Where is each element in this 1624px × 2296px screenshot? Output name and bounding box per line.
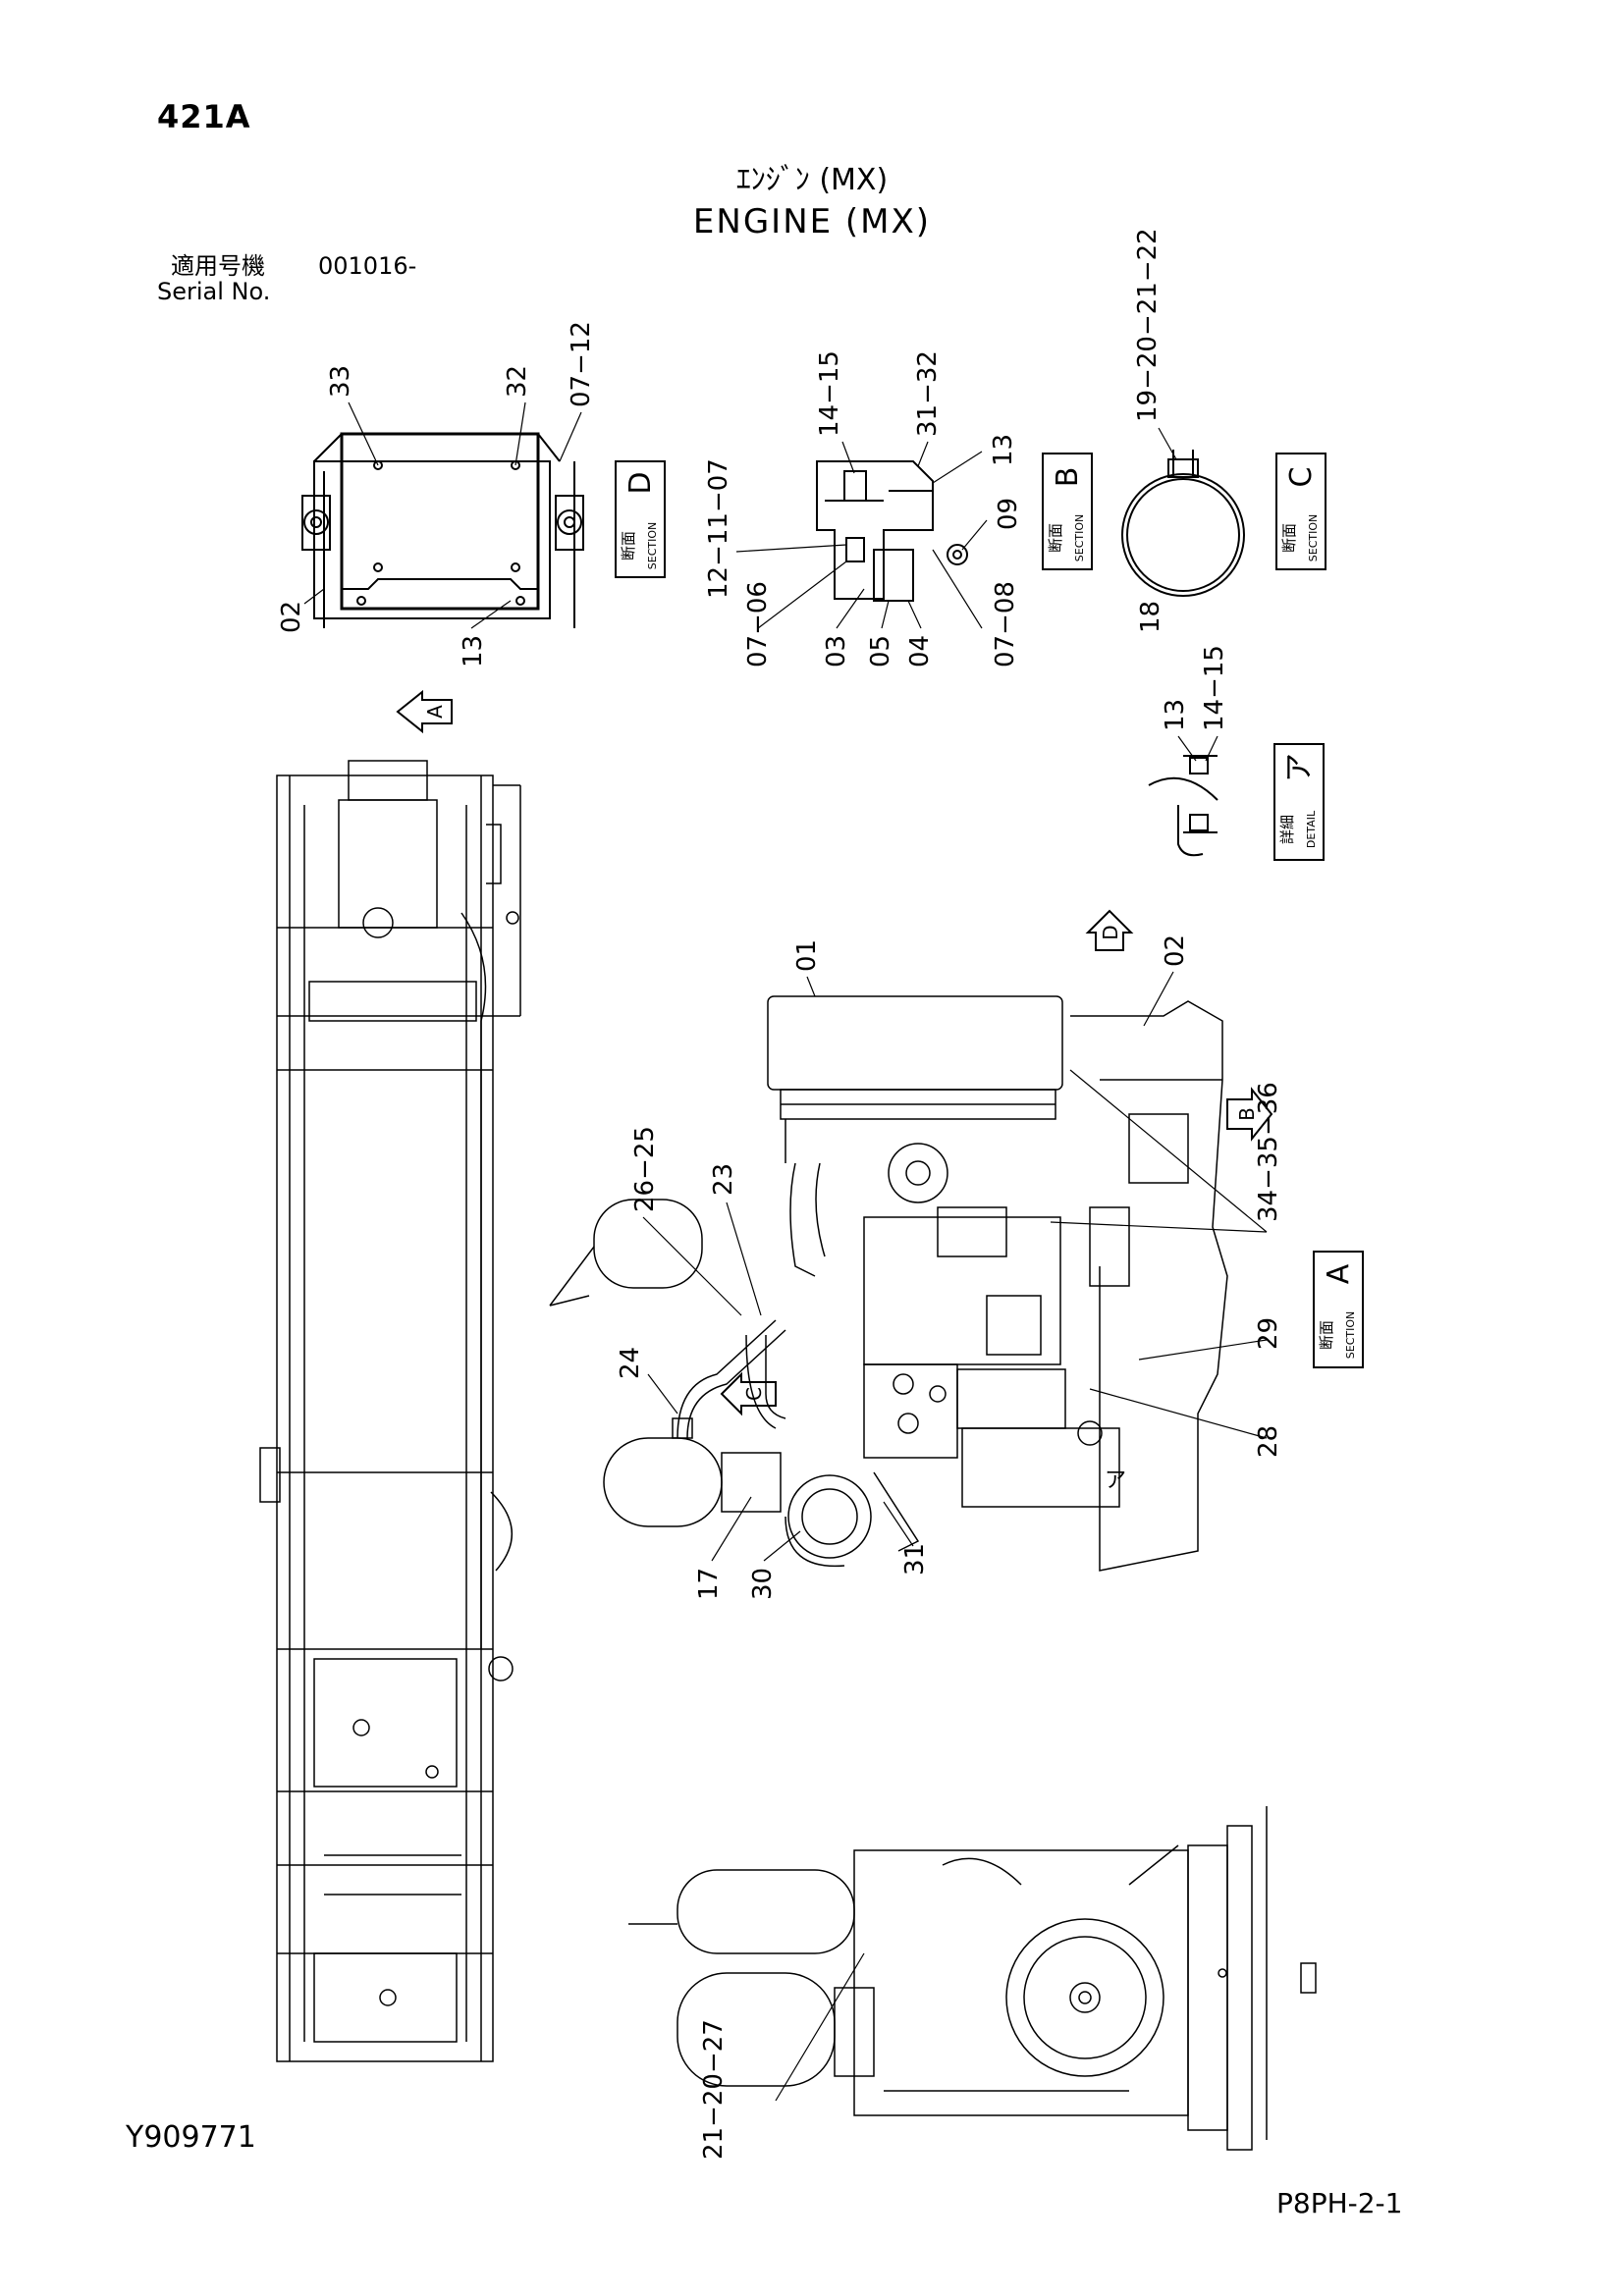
callout-secb-03: 03	[822, 635, 851, 667]
bottom-engine-view	[628, 1806, 1317, 2151]
callout-det-13: 13	[1161, 699, 1190, 731]
callout-main-01: 01	[792, 939, 822, 972]
section-a-label: A 断面 SECTION	[1313, 1251, 1364, 1368]
section-d-jp: 断面	[620, 531, 637, 561]
callout-main-26-25: 26−25	[630, 1126, 660, 1212]
view-arrow-c: C	[720, 1371, 777, 1416]
section-d-letter: D	[623, 471, 658, 494]
callout-secb-31-32: 31−32	[913, 350, 943, 437]
section-a-en: SECTION	[1344, 1311, 1357, 1359]
serial-label-en: Serial No.	[157, 278, 271, 305]
title-japanese: ｴﾝｼﾞﾝ (MX)	[735, 163, 889, 197]
document-id: Y909771	[126, 2120, 256, 2155]
section-c-label: C 断面 SECTION	[1275, 453, 1326, 570]
callout-main-31: 31	[900, 1543, 930, 1575]
page-code: 421A	[157, 98, 251, 135]
section-c-jp: 断面	[1280, 523, 1298, 553]
detail-label: ア 詳細 DETAIL	[1273, 743, 1325, 861]
callout-bottom-21-20-27: 21−20−27	[699, 2019, 729, 2160]
callout-main-23: 23	[709, 1163, 738, 1196]
view-arrow-b: B	[1226, 1087, 1273, 1142]
detail-view	[1148, 755, 1218, 857]
view-arrow-b-letter: B	[1235, 1107, 1259, 1121]
callout-secd-02: 02	[277, 601, 306, 633]
page-reference: P8PH-2-1	[1276, 2187, 1403, 2219]
section-b-view	[816, 460, 968, 602]
detail-letter: ア	[1282, 753, 1317, 782]
callout-main-17: 17	[694, 1568, 724, 1600]
callout-main-28: 28	[1254, 1425, 1283, 1458]
section-b-letter: B	[1051, 467, 1085, 488]
section-c-view	[1121, 450, 1245, 597]
serial-number: 001016-	[318, 252, 417, 280]
callout-secb-05: 05	[866, 635, 895, 667]
callout-secb-13: 13	[989, 434, 1018, 466]
section-b-jp: 断面	[1047, 523, 1064, 553]
callout-secc-18: 18	[1136, 601, 1165, 633]
callout-secd-32: 32	[503, 365, 532, 398]
callout-secb-07-08: 07−08	[991, 581, 1020, 667]
callout-secb-09: 09	[994, 498, 1023, 530]
section-c-en: SECTION	[1307, 514, 1320, 561]
view-arrow-a-letter: A	[423, 705, 447, 719]
section-a-letter: A	[1322, 1263, 1356, 1284]
callout-secc-19-22: 19−20−21−22	[1133, 228, 1163, 422]
section-d-view	[301, 432, 584, 628]
view-arrow-d: D	[1085, 909, 1134, 951]
detail-marker-main: ア	[1105, 1468, 1126, 1493]
detail-en: DETAIL	[1305, 810, 1318, 848]
callout-main-29: 29	[1254, 1317, 1283, 1350]
section-d-label: D 断面 SECTION	[615, 460, 666, 578]
detail-jp: 詳細	[1278, 815, 1296, 844]
section-b-en: SECTION	[1073, 514, 1086, 561]
view-arrow-d-letter: D	[1099, 925, 1122, 939]
callout-main-30: 30	[748, 1568, 778, 1600]
callout-secb-04: 04	[905, 635, 935, 667]
view-arrow-a: A	[396, 689, 453, 734]
view-arrow-c-letter: C	[742, 1387, 766, 1401]
callout-secb-07-06: 07−06	[743, 581, 773, 667]
section-a-jp: 断面	[1318, 1320, 1335, 1350]
serial-block: 適用号機 001016- Serial No.	[157, 253, 416, 304]
callout-det-14-15: 14−15	[1200, 645, 1229, 731]
callout-secd-07-12: 07−12	[567, 321, 596, 407]
callout-secd-33: 33	[326, 365, 355, 398]
callout-main-02: 02	[1161, 934, 1190, 967]
frame-side-view	[259, 760, 521, 2062]
section-c-letter: C	[1284, 467, 1319, 488]
section-d-en: SECTION	[646, 522, 659, 569]
callout-secb-14-15: 14−15	[815, 350, 844, 437]
callout-main-24: 24	[616, 1347, 645, 1379]
callout-secd-13: 13	[459, 635, 488, 667]
section-b-label: B 断面 SECTION	[1042, 453, 1093, 570]
serial-label-jp: 適用号機	[171, 252, 265, 280]
callout-main-34-36: 34−35−36	[1254, 1082, 1283, 1222]
main-engine-view	[549, 995, 1228, 1572]
title-english: ENGINE (MX)	[692, 202, 932, 241]
callout-secb-12-11-07: 12−11−07	[704, 458, 733, 599]
